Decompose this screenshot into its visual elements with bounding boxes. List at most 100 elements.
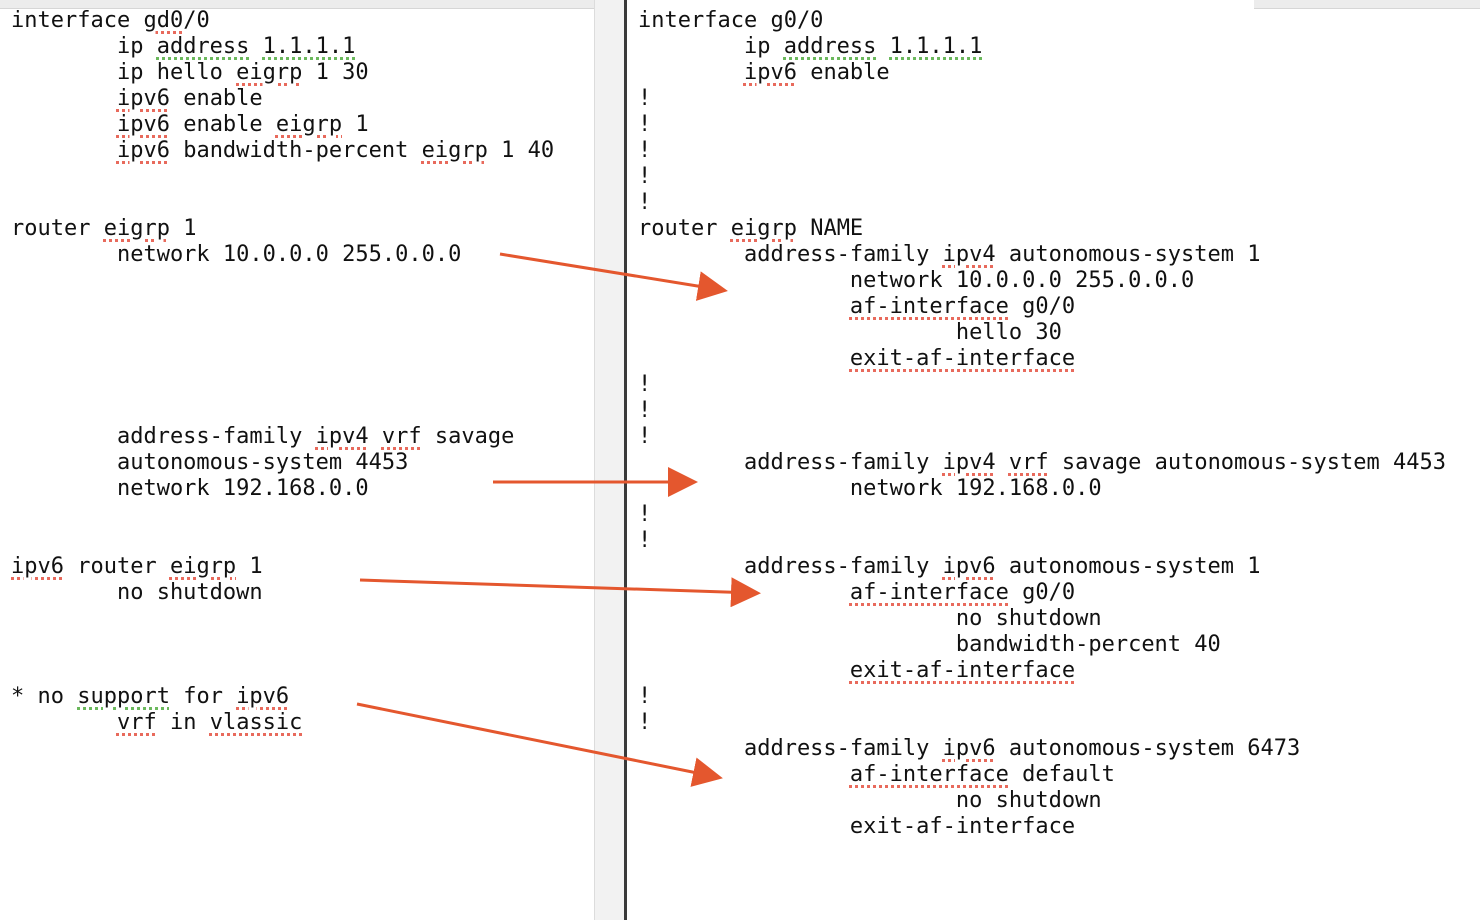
code-line[interactable] [11,346,554,372]
right-code-text[interactable]: interface g0/0 ip address 1.1.1.1 ipv6 e… [638,8,1446,840]
code-line[interactable]: ipv6 enable eigrp 1 [11,112,554,138]
code-text: no shutdown [638,606,1102,631]
code-line[interactable] [11,372,554,398]
code-line[interactable]: ! [638,164,1446,190]
code-text: ip [638,34,784,59]
left-code-text[interactable]: interface gd0/0 ip address 1.1.1.1 ip he… [11,8,554,736]
misspelled-word: ipv4 [942,242,996,267]
code-line[interactable]: ipv6 router eigrp 1 [11,554,554,580]
code-line[interactable] [11,320,554,346]
left-editor-pane[interactable]: interface gd0/0 ip address 1.1.1.1 ip he… [0,0,594,920]
misspelled-word: ipv6 [116,112,170,137]
pane-divider[interactable] [624,0,627,920]
right-pane-top-strip [1254,0,1480,9]
code-line[interactable] [11,632,554,658]
code-text: NAME [796,216,864,241]
code-line[interactable] [11,190,554,216]
code-line[interactable]: ipv6 enable [11,86,554,112]
code-line[interactable]: * no support for ipv6 [11,684,554,710]
code-line[interactable]: no shutdown [11,580,554,606]
code-line[interactable]: ip address 1.1.1.1 [638,34,1446,60]
code-line[interactable]: exit-af-interface [638,658,1446,684]
code-text [638,60,744,85]
code-line[interactable]: router eigrp NAME [638,216,1446,242]
code-line[interactable]: ! [638,138,1446,164]
code-text: * no [11,684,78,709]
code-text: address-family [11,424,316,449]
code-line[interactable] [11,528,554,554]
code-line[interactable]: ! [638,684,1446,710]
code-line[interactable]: network 192.168.0.0 [11,476,554,502]
code-line[interactable]: vrf in vlassic [11,710,554,736]
code-line[interactable]: router eigrp 1 [11,216,554,242]
code-text: ip [11,34,157,59]
code-text: ! [638,86,652,111]
code-line[interactable]: network 10.0.0.0 255.0.0.0 [638,268,1446,294]
code-line[interactable]: ipv6 enable [638,60,1446,86]
code-line[interactable]: network 192.168.0.0 [638,476,1446,502]
code-line[interactable]: ! [638,528,1446,554]
code-line[interactable]: no shutdown [638,788,1446,814]
code-text [638,346,850,371]
code-line[interactable]: no shutdown [638,606,1446,632]
code-line[interactable]: ! [638,372,1446,398]
misspelled-word: eigrp [730,216,797,241]
code-line[interactable]: autonomous-system 4453 [11,450,554,476]
code-line[interactable]: ! [638,112,1446,138]
code-text: interface [11,8,144,33]
code-line[interactable] [11,268,554,294]
code-line[interactable]: ! [638,190,1446,216]
code-line[interactable]: address-family ipv6 autonomous-system 64… [638,736,1446,762]
code-line[interactable]: interface g0/0 [638,8,1446,34]
code-text: g0/0 [1008,294,1076,319]
code-text [638,658,850,683]
left-pane-top-strip [0,0,594,9]
code-text: router [63,554,170,579]
code-line[interactable] [11,658,554,684]
code-text: ! [638,398,652,423]
misspelled-word: eigrp [103,216,170,241]
misspelled-word: ipv6 [236,684,290,709]
code-line[interactable] [11,398,554,424]
code-text: ! [638,138,652,163]
pane-gutter [594,0,625,920]
code-text: ! [638,164,652,189]
code-text: address-family [638,736,943,761]
code-line[interactable] [11,502,554,528]
code-line[interactable]: exit-af-interface [638,346,1446,372]
right-editor-pane[interactable]: interface g0/0 ip address 1.1.1.1 ipv6 e… [627,0,1480,920]
code-line[interactable]: ! [638,710,1446,736]
code-line[interactable]: ! [638,398,1446,424]
code-line[interactable] [11,164,554,190]
code-text: enable [796,60,890,85]
code-text [638,294,850,319]
misspelled-word: exit-af-interface [849,346,1076,371]
code-line[interactable]: af-interface g0/0 [638,294,1446,320]
code-line[interactable]: network 10.0.0.0 255.0.0.0 [11,242,554,268]
code-text [11,112,117,137]
code-text: autonomous-system 6473 [995,736,1301,761]
code-line[interactable]: bandwidth-percent 40 [638,632,1446,658]
code-line[interactable]: ip address 1.1.1.1 [11,34,554,60]
code-line[interactable]: af-interface default [638,762,1446,788]
code-line[interactable] [11,294,554,320]
code-line[interactable]: hello 30 [638,320,1446,346]
code-line[interactable]: address-family ipv4 vrf savage [11,424,554,450]
code-line[interactable]: ! [638,424,1446,450]
code-line[interactable]: ! [638,86,1446,112]
code-line[interactable]: ipv6 bandwidth-percent eigrp 1 40 [11,138,554,164]
code-line[interactable]: exit-af-interface [638,814,1446,840]
misspelled-word: af-interface [849,580,1009,605]
code-line[interactable] [11,606,554,632]
code-line[interactable]: af-interface g0/0 [638,580,1446,606]
code-text: enable [169,112,276,137]
code-text [11,710,117,735]
code-line[interactable]: ip hello eigrp 1 30 [11,60,554,86]
code-line[interactable]: ! [638,502,1446,528]
code-line[interactable]: address-family ipv4 vrf savage autonomou… [638,450,1446,476]
code-text: network 10.0.0.0 255.0.0.0 [638,268,1195,293]
code-line[interactable]: address-family ipv4 autonomous-system 1 [638,242,1446,268]
code-line[interactable]: interface gd0/0 [11,8,554,34]
code-text: hello 30 [638,320,1062,345]
code-line[interactable]: address-family ipv6 autonomous-system 1 [638,554,1446,580]
